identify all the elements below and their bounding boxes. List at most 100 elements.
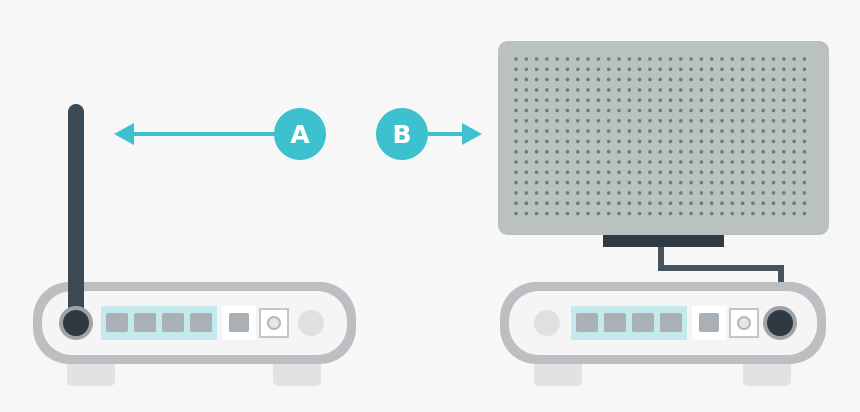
panel-dot	[627, 170, 632, 175]
panel-dot	[689, 98, 693, 102]
panel-dot	[648, 98, 652, 102]
panel-dot	[751, 57, 755, 61]
panel-dot	[792, 160, 796, 164]
panel-dot	[586, 149, 590, 154]
panel-dot	[524, 77, 529, 82]
panel-dot	[761, 191, 765, 195]
router-b-ethernet-port	[632, 313, 654, 332]
panel-dot	[524, 88, 529, 92]
panel-dot	[740, 170, 745, 175]
panel-dot	[637, 139, 642, 144]
panel-dot	[792, 170, 796, 175]
panel-dot	[617, 170, 621, 175]
panel-dot	[627, 77, 632, 82]
antenna-panel-perforation	[514, 57, 807, 216]
panel-dot	[545, 119, 549, 123]
panel-dot	[637, 149, 642, 154]
panel-dot	[555, 160, 559, 164]
panel-dot	[771, 191, 776, 195]
panel-dot	[524, 211, 529, 216]
panel-dot	[545, 98, 549, 102]
panel-dot	[627, 180, 632, 185]
panel-dot	[668, 211, 673, 216]
callout-b-badge	[376, 108, 428, 160]
panel-dot	[596, 108, 601, 113]
panel-dot	[596, 201, 601, 205]
panel-dot	[565, 160, 570, 164]
panel-dot	[658, 88, 662, 92]
router-b-phone-port	[699, 313, 719, 332]
panel-dot	[514, 57, 518, 61]
panel-dot	[658, 180, 662, 185]
panel-dot	[627, 191, 632, 195]
panel-dot	[514, 149, 518, 154]
panel-dot	[720, 98, 724, 102]
antenna-panel	[498, 41, 829, 247]
panel-dot	[668, 88, 673, 92]
panel-dot	[730, 108, 735, 113]
panel-dot	[740, 88, 745, 92]
router-a	[33, 104, 356, 386]
panel-dot	[730, 139, 735, 144]
panel-dot	[658, 57, 662, 61]
panel-dot	[565, 149, 570, 154]
panel-dot	[751, 211, 755, 216]
panel-dot	[709, 129, 714, 133]
panel-dot	[792, 77, 796, 82]
panel-dot	[576, 149, 580, 154]
panel-dot	[514, 129, 518, 133]
panel-dot	[751, 149, 755, 154]
panel-dot	[637, 211, 642, 216]
panel-dot	[699, 160, 704, 164]
panel-dot	[565, 98, 570, 102]
panel-dot	[545, 211, 549, 216]
panel-dot	[730, 88, 735, 92]
panel-dot	[720, 149, 724, 154]
panel-dot	[545, 149, 549, 154]
panel-dot	[668, 160, 673, 164]
panel-dot	[545, 139, 549, 144]
panel-dot	[658, 201, 662, 205]
panel-dot	[576, 191, 580, 195]
router-b-foot-left	[534, 358, 582, 386]
panel-dot	[740, 191, 745, 195]
panel-dot	[699, 67, 704, 72]
panel-dot	[751, 119, 755, 123]
panel-dot	[740, 201, 745, 205]
panel-dot	[720, 191, 724, 195]
panel-dot	[565, 88, 570, 92]
panel-dot	[689, 170, 693, 175]
panel-dot	[751, 67, 755, 72]
panel-dot	[668, 191, 673, 195]
panel-dot	[555, 149, 559, 154]
router-a-ethernet-ports	[106, 313, 212, 332]
panel-dot	[534, 119, 539, 123]
panel-dot	[586, 129, 590, 133]
panel-dot	[730, 160, 735, 164]
panel-dot	[782, 170, 786, 175]
panel-dot	[679, 211, 683, 216]
panel-dot	[792, 88, 796, 92]
panel-dot	[668, 139, 673, 144]
panel-dot	[514, 160, 518, 164]
panel-dot	[586, 119, 590, 123]
panel-dot	[709, 57, 714, 61]
panel-dot	[534, 98, 539, 102]
panel-dot	[751, 129, 755, 133]
panel-dot	[524, 160, 529, 164]
panel-dot	[771, 149, 776, 154]
panel-dot	[740, 129, 745, 133]
panel-dot	[720, 88, 724, 92]
panel-dot	[534, 67, 539, 72]
panel-dot	[617, 57, 621, 61]
panel-dot	[606, 211, 611, 216]
panel-dot	[730, 191, 735, 195]
panel-dot	[555, 108, 559, 113]
panel-dot	[709, 77, 714, 82]
panel-dot	[658, 191, 662, 195]
panel-dot	[514, 201, 518, 205]
panel-dot	[514, 108, 518, 113]
panel-dot	[709, 139, 714, 144]
panel-dot	[648, 160, 652, 164]
panel-dot	[658, 139, 662, 144]
